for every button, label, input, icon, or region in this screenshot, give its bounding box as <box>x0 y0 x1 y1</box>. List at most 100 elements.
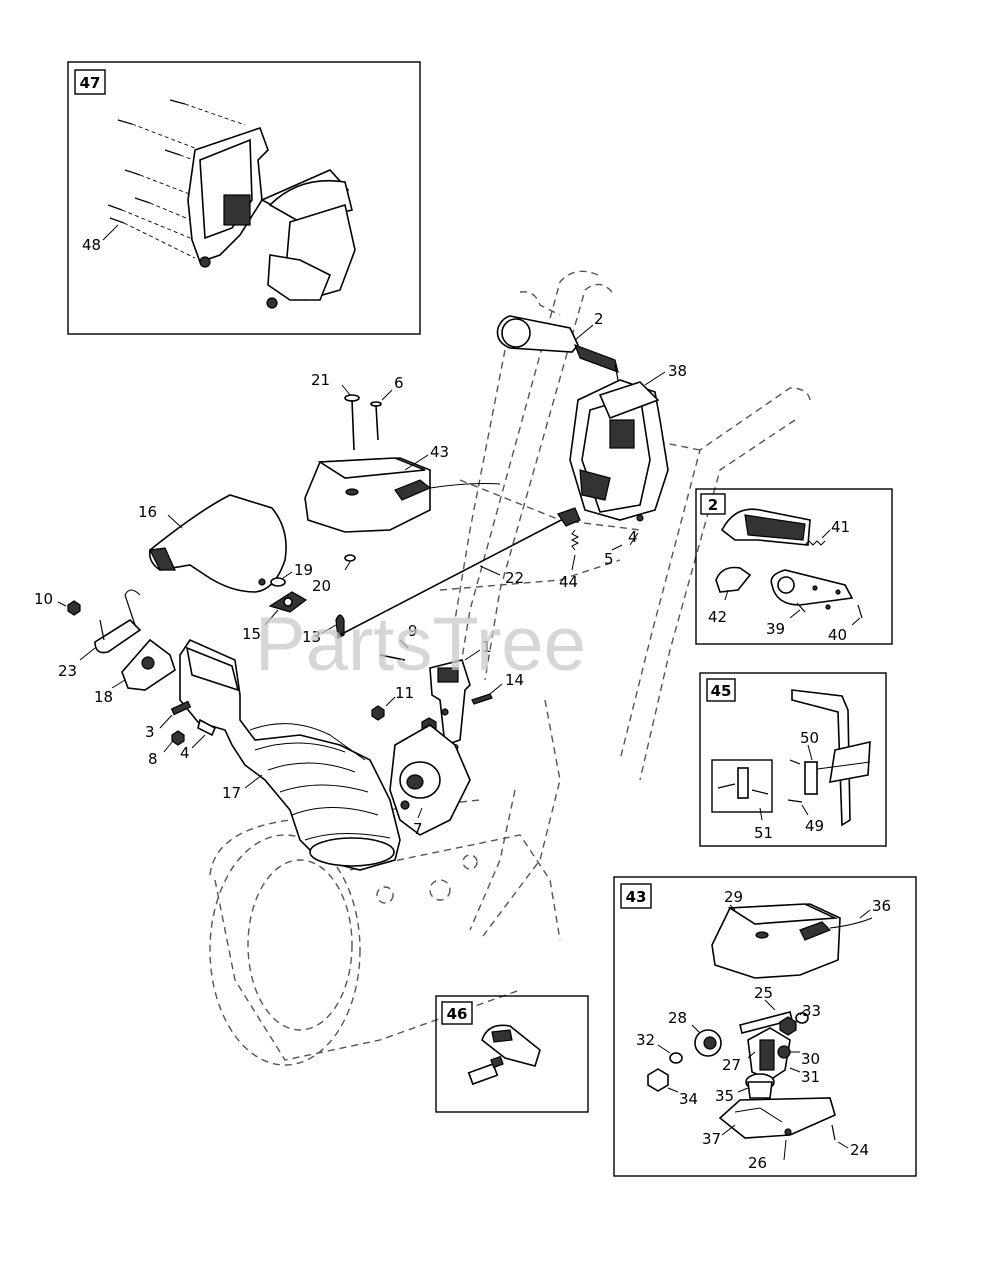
inset-47-frame <box>67 61 421 335</box>
callout-27: 27 <box>722 1056 741 1074</box>
callout-51: 51 <box>754 824 773 842</box>
spring-44 <box>570 529 580 551</box>
inset-43-frame <box>613 876 917 1177</box>
leader-44 <box>571 554 576 571</box>
callout-3: 3 <box>145 723 155 741</box>
leader-5 <box>611 544 623 551</box>
callout-10: 10 <box>34 590 53 608</box>
nut-10 <box>67 600 81 616</box>
leader-43 <box>404 454 429 471</box>
inset-46-frame <box>435 995 589 1113</box>
pawl-18 <box>121 638 176 691</box>
leader-14 <box>489 683 503 695</box>
leader-21 <box>341 384 351 396</box>
callout-33: 33 <box>802 1002 821 1020</box>
leader-48 <box>102 224 119 241</box>
callout-4b: 4 <box>180 744 190 762</box>
callout-14: 14 <box>505 671 524 689</box>
lever-plate <box>770 569 854 606</box>
leader-1 <box>464 649 481 661</box>
inset-43: 43 29 36 25 33 28 27 <box>613 876 917 1177</box>
cap-42 <box>715 566 752 593</box>
screw-40 <box>857 604 863 619</box>
knob-15 <box>268 591 308 613</box>
leader-18 <box>111 679 126 689</box>
callout-22: 22 <box>505 569 524 587</box>
chute-crank-handle <box>496 315 619 381</box>
base-plate-37 <box>718 1097 836 1139</box>
callout-7: 7 <box>413 820 423 838</box>
screw-39 <box>796 602 806 613</box>
callout-37: 37 <box>702 1130 721 1148</box>
callout-30: 30 <box>801 1050 820 1068</box>
bracket-23 <box>94 589 142 654</box>
callout-44: 44 <box>559 573 578 591</box>
washer-20 <box>344 554 356 562</box>
callout-6: 6 <box>394 374 404 392</box>
inset-2-tag <box>700 493 726 515</box>
callout-48: 48 <box>82 236 101 254</box>
callout-42: 42 <box>708 608 727 626</box>
callout-32: 32 <box>636 1031 655 1049</box>
leader-6 <box>381 389 393 401</box>
leader-37 <box>721 1124 736 1136</box>
callout-41: 41 <box>831 518 850 536</box>
leader-10 <box>57 601 67 607</box>
callout-11: 11 <box>395 684 414 702</box>
leader-41 <box>821 529 831 539</box>
inset-45-small-box <box>711 759 773 813</box>
leader-3 <box>159 714 173 729</box>
grip-46 <box>481 1024 541 1067</box>
callout-43: 43 <box>430 443 449 461</box>
inset-47-tag-label: 47 <box>80 74 101 92</box>
inset-45-tag <box>706 678 736 702</box>
callout-39: 39 <box>766 620 785 638</box>
chute-deflector <box>148 494 287 593</box>
callout-23: 23 <box>58 662 77 680</box>
leader-13 <box>321 624 337 634</box>
leader-11 <box>385 696 396 707</box>
inset-47-tag <box>74 69 106 95</box>
leader-50 <box>807 744 813 761</box>
bolt-21 <box>344 394 360 451</box>
callout-16: 16 <box>138 503 157 521</box>
callout-25: 25 <box>754 984 773 1002</box>
bolt-3 <box>170 700 192 716</box>
universal-joint <box>787 759 818 803</box>
chute-base-bracket <box>389 724 471 836</box>
leader-16 <box>167 514 183 529</box>
leader-39 <box>789 609 801 619</box>
leader-31 <box>789 1067 801 1073</box>
washer-19 <box>270 577 286 587</box>
leader-40 <box>851 617 861 626</box>
leader-26 <box>783 1139 787 1161</box>
chute-control-housing-47 <box>187 126 356 309</box>
callout-28: 28 <box>668 1009 687 1027</box>
inset-2: 2 41 42 39 40 <box>695 488 893 645</box>
washer-32 <box>669 1052 683 1064</box>
callout-38: 38 <box>668 362 687 380</box>
bolt-4 <box>197 718 217 737</box>
nut-8 <box>171 730 185 746</box>
inset-43-tag <box>620 883 652 909</box>
crank-rod <box>791 689 871 827</box>
callout-18: 18 <box>94 688 113 706</box>
nut-11 <box>371 705 385 721</box>
chute-control-assembly <box>564 379 669 522</box>
callout-31: 31 <box>801 1068 820 1086</box>
leader-22 <box>479 565 501 576</box>
leader-7 <box>417 807 423 819</box>
leader-17 <box>244 774 263 789</box>
callout-40: 40 <box>828 626 847 644</box>
leader-28 <box>691 1024 701 1034</box>
inset-46: 46 <box>435 995 589 1113</box>
inset-2-tag-label: 2 <box>708 496 718 514</box>
screw-24 <box>831 1124 836 1141</box>
callout-49: 49 <box>805 817 824 835</box>
callout-35: 35 <box>715 1087 734 1105</box>
callout-1: 1 <box>482 638 492 656</box>
spring-41 <box>804 540 826 546</box>
inset-46-tag <box>441 1001 473 1025</box>
gearbox-27 <box>745 1027 791 1099</box>
